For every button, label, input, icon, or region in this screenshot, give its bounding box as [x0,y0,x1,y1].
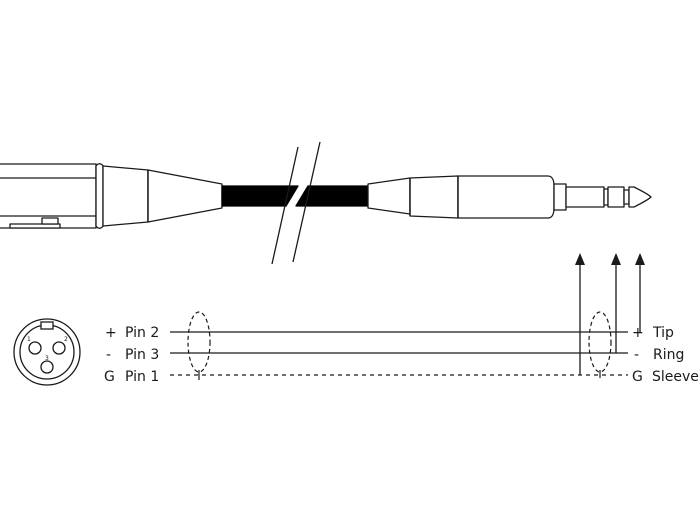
left-label-pin-2: Pin 2 [125,325,159,341]
xlr-pin-3-hole [40,360,54,374]
twisted-pair-marker-right [588,311,612,373]
trs-boot-taper [367,177,411,215]
trs-collar [553,183,567,211]
trs-ring [607,186,625,208]
xlr-connector [0,163,97,229]
xlr-face-outer-ring [13,318,81,386]
xlr-face [13,318,81,386]
xlr-pin-number-3: 3 [45,355,49,362]
right-label-sleeve: Sleeve [652,369,699,385]
pointer-arrows [579,262,641,375]
left-sign-pin-3: - [106,347,111,363]
xlr-boot [95,163,223,229]
xlr-face-key [40,321,54,330]
trs-plug [565,186,652,208]
xlr-pin-2-hole [52,341,66,355]
arrow-sleeve-head [575,253,585,265]
cable-break-line-left [271,146,299,265]
trs-insulator-2 [623,189,630,205]
cable-illustration [0,141,652,265]
trs-sleeve [565,186,605,208]
right-label-tip: Tip [652,325,674,341]
twisted-pair-markers [187,311,612,373]
xlr-face-inner-ring [19,324,75,380]
xlr-boot-front [95,163,104,229]
xlr-boot-taper [147,169,223,223]
twisted-pair-marker-left [187,311,211,373]
xlr-boot-body [102,165,149,227]
xlr-latch-tab [41,217,59,225]
right-sign-ring: - [634,347,639,363]
trs-tip [628,186,652,208]
cable-segment-left [221,185,299,207]
left-sign-pin-2: + [105,325,117,341]
right-sign-tip: + [632,325,644,341]
xlr-pin-number-1: 1 [27,336,31,343]
cable-break-line-right [292,141,321,263]
trs-boot [367,175,459,219]
left-sign-pin-1: G [104,369,115,385]
trs-handle [457,175,555,219]
arrow-heads [575,253,645,265]
right-sign-sleeve: G [632,369,643,385]
left-label-pin-3: Pin 3 [125,347,159,363]
conductors [170,331,628,376]
arrow-ring-head [611,253,621,265]
trs-boot-body [409,175,459,219]
left-label-pin-1: Pin 1 [125,369,159,385]
xlr-pin-1-hole [28,341,42,355]
arrow-tip-head [635,253,645,265]
xlr-pin-number-2: 2 [64,336,68,343]
right-label-ring: Ring [653,347,684,363]
